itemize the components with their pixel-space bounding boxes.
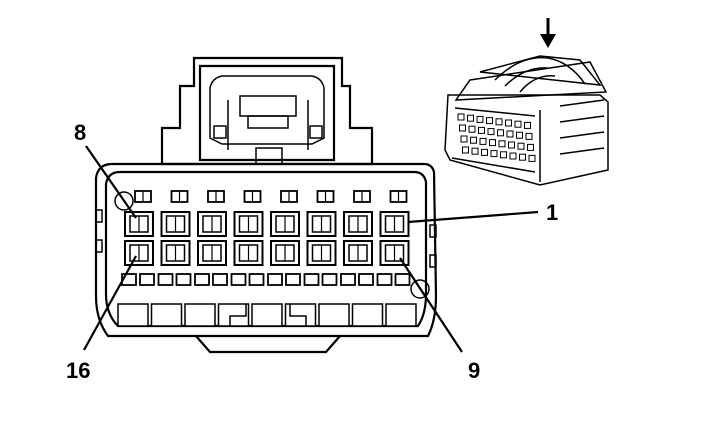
skirt-slot xyxy=(150,303,183,327)
skirt-slot xyxy=(318,303,350,327)
small-slot-top xyxy=(207,190,225,203)
perspective-pin xyxy=(481,148,488,156)
terminal-cavity xyxy=(197,211,227,237)
perspective-pin xyxy=(476,115,484,123)
small-slot-top xyxy=(353,190,371,203)
connector-perspective-view xyxy=(444,18,609,186)
pin-label-1: 1 xyxy=(546,200,558,225)
perspective-pin xyxy=(514,120,522,128)
small-slot-top xyxy=(389,190,408,203)
perspective-pin xyxy=(528,154,536,162)
connector-front-view xyxy=(94,56,438,354)
terminal-cavity xyxy=(270,211,300,237)
perspective-pin xyxy=(527,143,534,151)
leader-line-pin8 xyxy=(85,145,137,219)
skirt-slot xyxy=(284,303,317,327)
leader-line-pin9 xyxy=(399,257,463,353)
terminal-cavity xyxy=(306,240,337,266)
perspective-pin xyxy=(467,114,474,122)
small-slot-bottom xyxy=(340,273,374,286)
skirt-slot xyxy=(351,303,384,327)
perspective-pin xyxy=(471,147,479,155)
small-slot-bottom xyxy=(376,273,411,286)
small-slot-top xyxy=(280,190,298,203)
perspective-pin xyxy=(478,126,485,134)
terminal-cavity xyxy=(306,211,337,237)
perspective-pin xyxy=(460,135,468,143)
pin-label-16: 16 xyxy=(66,358,90,383)
perspective-pin xyxy=(497,129,504,137)
perspective-pin xyxy=(505,119,512,127)
terminal-cavity xyxy=(233,211,264,237)
perspective-pin xyxy=(506,130,514,138)
perspective-pin xyxy=(487,128,495,136)
perspective-pin xyxy=(462,146,469,154)
skirt-slot xyxy=(184,303,216,327)
perspective-pin xyxy=(524,121,531,129)
perspective-pin xyxy=(468,125,476,133)
leader-line-pin1 xyxy=(407,210,539,224)
perspective-pin xyxy=(525,132,533,140)
small-slot-top xyxy=(134,190,152,203)
small-slot-bottom xyxy=(303,273,338,286)
terminal-cavity xyxy=(160,211,191,237)
skirt-slot xyxy=(217,303,250,327)
leader-line-pin16 xyxy=(83,255,137,351)
terminal-cavity xyxy=(343,240,373,266)
perspective-pin xyxy=(498,140,506,148)
skirt-slot xyxy=(117,303,149,327)
perspective-pin xyxy=(508,141,515,149)
perspective-pin xyxy=(489,139,496,147)
leader-lines xyxy=(83,145,539,353)
terminal-cavity xyxy=(233,240,264,266)
terminal-cavity xyxy=(379,211,410,237)
terminal-cavity xyxy=(270,240,300,266)
perspective-pin xyxy=(519,153,526,161)
small-slot-bottom xyxy=(194,273,228,286)
terminal-cavity xyxy=(124,240,154,266)
small-slot-bottom xyxy=(121,273,155,286)
small-slot-top xyxy=(170,190,189,203)
perspective-pin xyxy=(495,118,503,126)
perspective-pin xyxy=(479,137,487,145)
small-slot-top xyxy=(316,190,335,203)
terminal-cavity xyxy=(343,211,373,237)
terminal-cavity xyxy=(197,240,227,266)
perspective-pin xyxy=(457,113,465,121)
perspective-pin xyxy=(486,117,493,125)
perspective-pin xyxy=(517,142,525,150)
small-slot-bottom xyxy=(230,273,265,286)
skirt-slot xyxy=(251,303,283,327)
perspective-pin xyxy=(459,124,466,132)
terminal-cavity xyxy=(124,211,154,237)
small-slot-bottom xyxy=(267,273,301,286)
perspective-pin xyxy=(516,131,523,139)
down-arrow-icon xyxy=(540,18,556,48)
skirt-slot xyxy=(385,303,417,327)
small-slot-top xyxy=(243,190,262,203)
pin-label-8: 8 xyxy=(74,120,86,145)
pin-label-9: 9 xyxy=(468,358,480,383)
perspective-pin xyxy=(500,151,507,159)
perspective-pin xyxy=(490,150,498,158)
terminal-cavity xyxy=(160,240,191,266)
small-slot-bottom xyxy=(157,273,192,286)
perspective-pin xyxy=(509,152,517,160)
terminal-cavity xyxy=(379,240,410,266)
perspective-pin xyxy=(470,136,477,144)
